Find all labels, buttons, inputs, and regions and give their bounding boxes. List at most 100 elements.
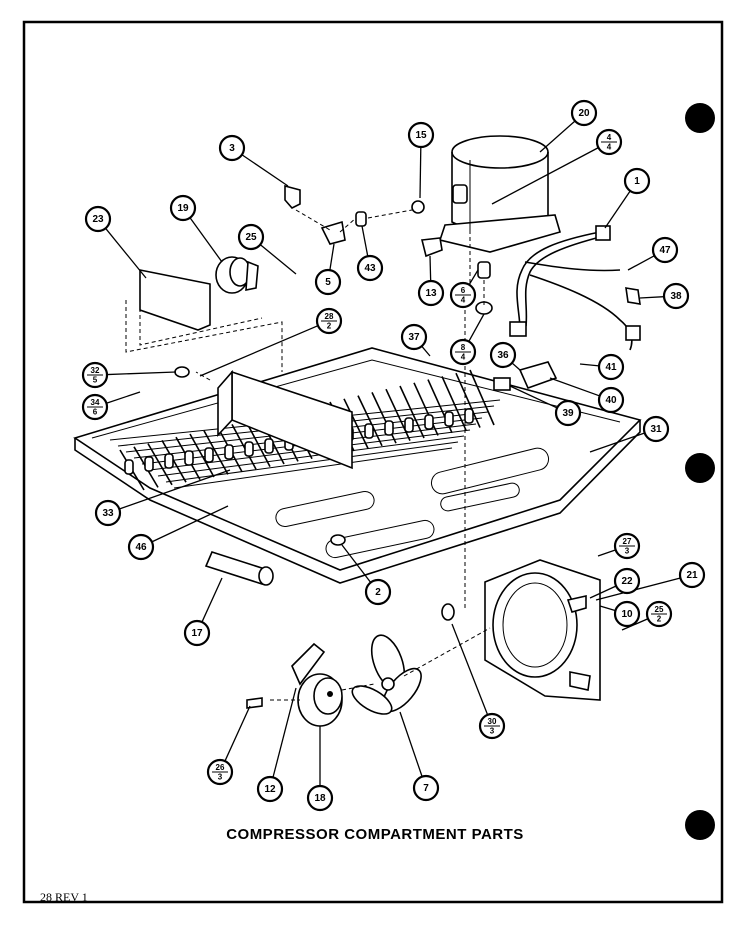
callout-circle [554, 399, 582, 427]
callout-circle [623, 167, 651, 195]
callout-leader [429, 255, 432, 282]
callout-quantity: 5 [93, 376, 98, 385]
callout-22: 22 [589, 567, 641, 599]
callout-number: 5 [325, 277, 331, 288]
callout-circle [169, 194, 197, 222]
callout-number: 17 [191, 628, 203, 639]
callout-21: 21 [595, 561, 706, 601]
callout-number: 7 [423, 783, 429, 794]
callout-number: 36 [497, 350, 509, 361]
callout-19: 19 [169, 194, 223, 263]
callout-circle [642, 415, 670, 443]
callout-leader [539, 120, 576, 153]
wire-harness [509, 225, 641, 351]
callout-leader [589, 585, 617, 599]
callout-number: 2 [375, 587, 381, 598]
callout-circle [417, 279, 445, 307]
callout-circle [412, 774, 440, 802]
callout-40: 40 [549, 377, 625, 414]
callout-leader [421, 345, 431, 357]
callout-number: 38 [670, 291, 682, 302]
callout-number: 41 [605, 362, 617, 373]
callout-leader [597, 549, 616, 557]
callout-17: 17 [183, 577, 223, 647]
callout-number: 20 [578, 108, 590, 119]
motor-bracket [291, 642, 326, 686]
callout-32-5: 325 [81, 361, 177, 389]
callout-circle [662, 282, 690, 310]
callout-number: 12 [264, 784, 276, 795]
page-reference: 28 REV 1 [40, 890, 88, 904]
callout-leader [241, 154, 289, 187]
callout-number: 26 [216, 763, 225, 772]
base-tray [73, 347, 642, 584]
callout-number: 33 [102, 508, 114, 519]
callout-number: 31 [650, 424, 662, 435]
callout-leader [579, 363, 600, 367]
callout-leader [621, 618, 649, 631]
callout-10: 10 [599, 600, 641, 628]
callout-quantity: 2 [327, 322, 332, 331]
callout-number: 10 [621, 609, 633, 620]
callout-number: 30 [488, 717, 497, 726]
callout-leader [106, 371, 177, 376]
callout-number: 18 [314, 793, 326, 804]
callout-circle [597, 386, 625, 414]
callout-circle [613, 600, 641, 628]
callout-leader [451, 623, 489, 716]
callout-circle [127, 533, 155, 561]
callout-1: 1 [604, 167, 651, 229]
callout-28-2: 282 [199, 307, 343, 377]
callout-13: 13 [417, 255, 445, 307]
callout-number: 6 [461, 286, 466, 295]
callout-27-3: 273 [597, 532, 641, 560]
callout-leader [361, 225, 369, 257]
callout-7: 7 [399, 711, 440, 802]
callout-8-4: 84 [449, 313, 485, 366]
callout-circle [237, 223, 265, 251]
callout-6-4: 64 [449, 269, 479, 309]
callout-leader [491, 147, 599, 205]
callout-leader [189, 217, 223, 263]
callout-number: 25 [245, 232, 257, 243]
callout-leader [419, 146, 422, 199]
compressor [438, 135, 561, 253]
fan-motor [297, 673, 343, 727]
callout-33: 33 [94, 469, 231, 527]
callout-circle [314, 268, 342, 296]
callout-quantity: 3 [218, 773, 223, 782]
callout-quantity: 3 [490, 727, 495, 736]
callout-quantity: 6 [93, 408, 98, 417]
callout-number: 28 [325, 312, 334, 321]
callout-30-3: 303 [451, 623, 506, 740]
diagram-frame [22, 20, 724, 904]
callout-leader [509, 385, 558, 409]
callout-quantity: 3 [625, 547, 630, 556]
callout-number: 27 [623, 537, 632, 546]
callout-leader [341, 544, 372, 583]
bracket-39 [493, 377, 511, 391]
callout-quantity: 4 [461, 353, 466, 362]
callout-circle [306, 784, 334, 812]
callout-36: 36 [489, 341, 521, 371]
callout-quantity: 2 [657, 615, 662, 624]
callout-number: 25 [655, 605, 664, 614]
callout-number: 39 [562, 408, 574, 419]
callout-25: 25 [237, 223, 297, 275]
callout-25-2: 252 [621, 600, 673, 631]
binder-hole-top [685, 103, 715, 133]
callout-leader [627, 255, 655, 271]
callout-circle [256, 775, 284, 803]
callout-quantity: 4 [607, 143, 612, 152]
fitting-15 [411, 200, 425, 214]
callout-leader [511, 362, 521, 371]
terminal-38 [625, 287, 641, 305]
callout-4-4: 44 [491, 128, 623, 205]
callout-12: 12 [256, 687, 297, 803]
divider-panel-rear [217, 369, 233, 438]
callout-circle [407, 121, 435, 149]
bracket-5 [320, 220, 346, 245]
callout-number: 21 [686, 570, 698, 581]
callout-circle [678, 561, 706, 589]
clip-3 [284, 184, 301, 209]
